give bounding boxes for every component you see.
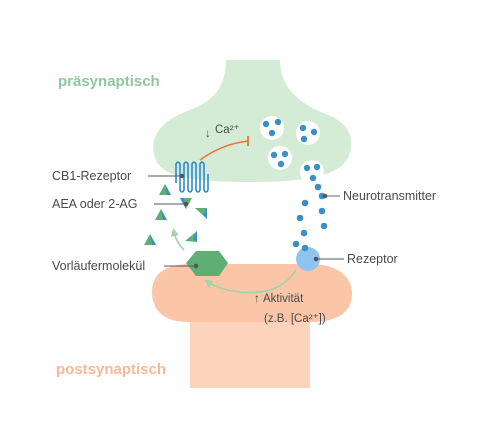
activity-up-arrow: ↑: [254, 293, 260, 305]
activity-example: (z.B. [Ca²⁺]): [264, 313, 326, 325]
presynaptic-membrane: [153, 60, 352, 182]
activity-arrow: [204, 269, 297, 294]
precursor-label: Vorläufermolekül: [52, 259, 145, 273]
vesicles: [260, 116, 324, 184]
neurotransmitter-label: Neurotransmitter: [343, 189, 436, 203]
activity-label: Aktivität: [263, 293, 304, 305]
inhibition-arrow: [199, 136, 249, 161]
cb1-receptor-label: CB1-Rezeptor: [52, 169, 131, 183]
presynaptic-label: präsynaptisch: [58, 73, 160, 90]
ligand: [185, 231, 197, 242]
ligand: [159, 184, 171, 195]
ligand: [155, 209, 167, 220]
pathway-arrows: [170, 228, 297, 294]
vesicle: [260, 116, 284, 140]
leader-lines: [148, 173, 344, 269]
endocannabinoid-ligands: [144, 184, 207, 245]
ligand: [195, 208, 207, 219]
receptor-label: Rezeptor: [347, 252, 398, 266]
ligand-label: AEA oder 2-AG: [52, 197, 137, 211]
precursor-molecule: [186, 251, 228, 276]
vesicle: [296, 121, 320, 145]
vesicle-fusing: [300, 160, 324, 184]
ligand: [144, 234, 156, 245]
postsynaptic-receptor: [296, 244, 320, 271]
neurotransmitter-molecules: [292, 183, 328, 248]
synthesis-arrow: [170, 228, 185, 251]
vesicle: [268, 146, 292, 170]
postsynaptic-terminal: [152, 264, 352, 388]
calcium-down-arrow: ↓: [205, 128, 211, 140]
calcium-label: Ca²⁺: [215, 124, 240, 136]
presynaptic-terminal: [153, 60, 352, 182]
cb1-receptor: [175, 161, 209, 193]
postsynaptic-label: postsynaptisch: [56, 361, 166, 378]
